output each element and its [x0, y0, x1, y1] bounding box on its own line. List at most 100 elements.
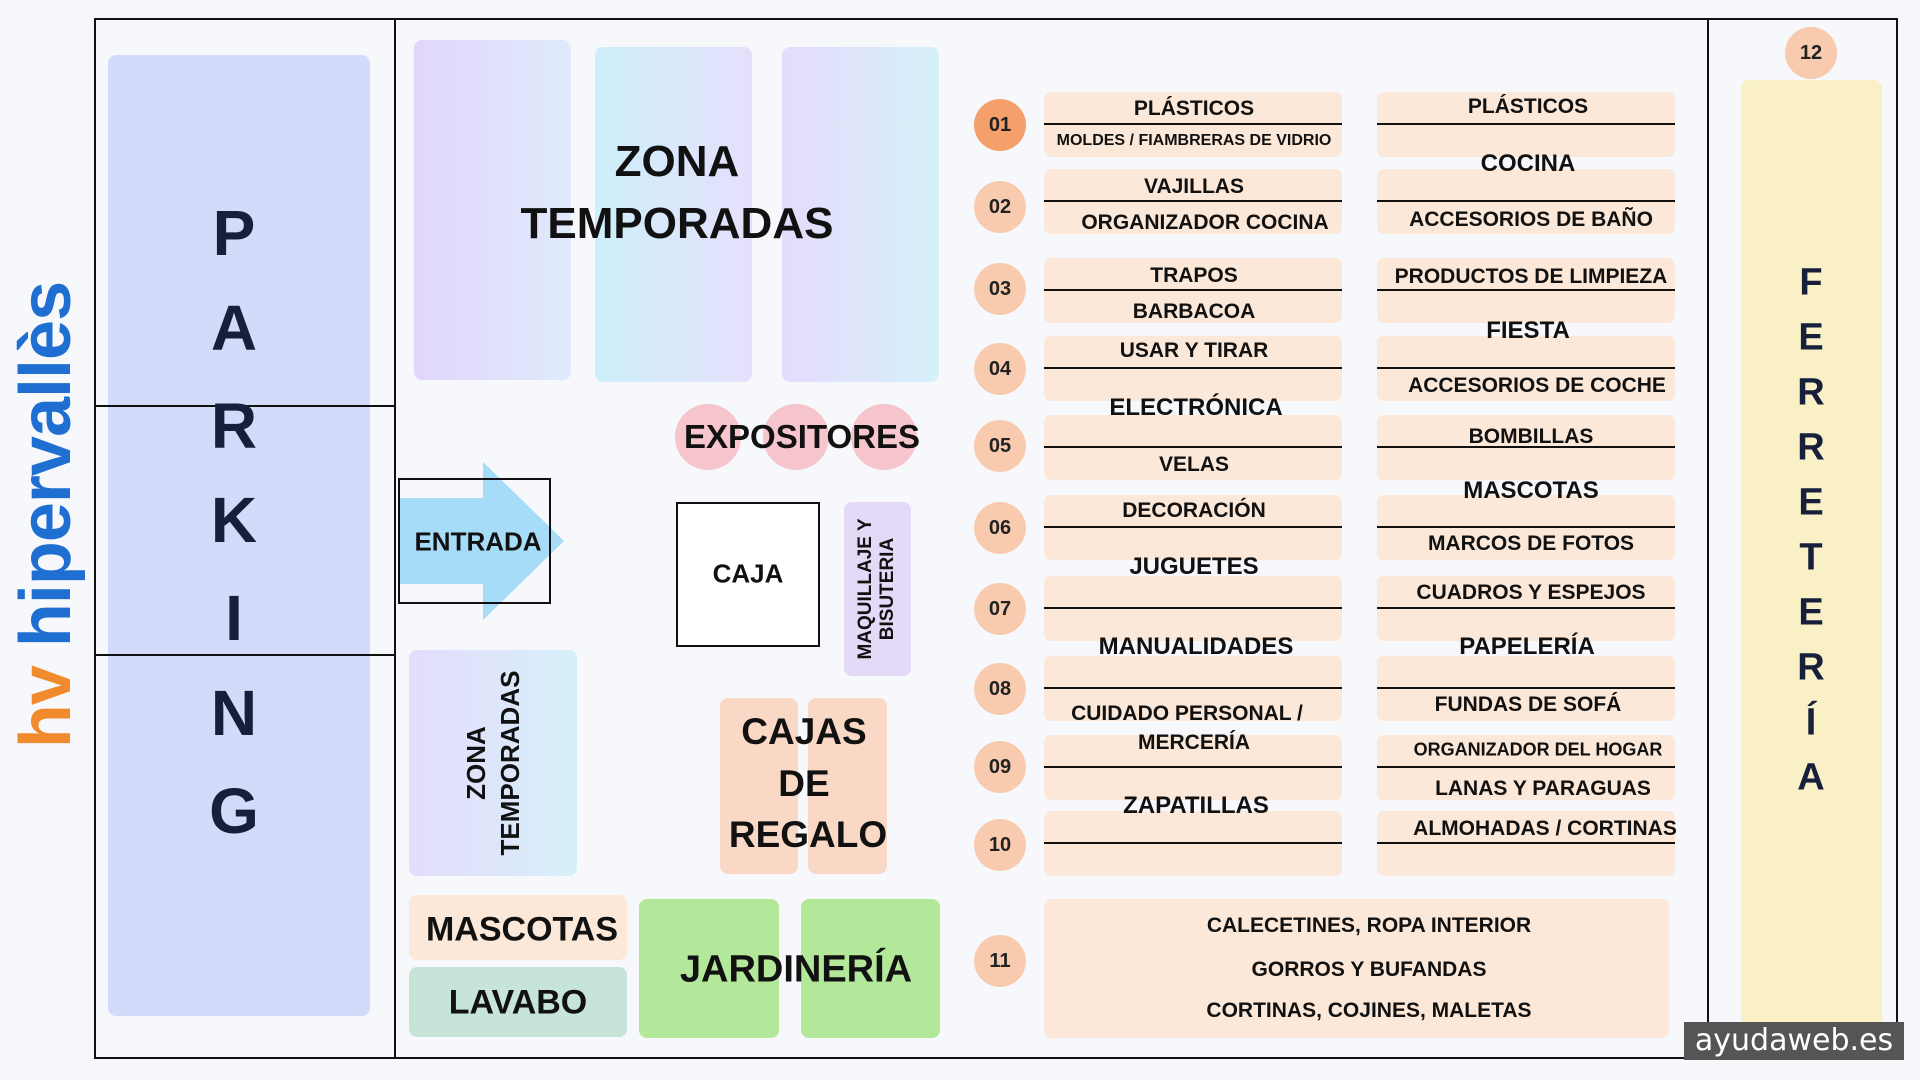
zona-temporadas-panel — [595, 47, 752, 382]
aisle-number: 11 — [974, 935, 1026, 987]
zona-line: TEMPORADAS — [495, 670, 525, 856]
aisle-label: ORGANIZADOR COCINA — [1081, 211, 1329, 234]
lavabo-area — [409, 967, 627, 1037]
shelf-divider — [1044, 766, 1342, 768]
aisle-label: PLÁSTICOS — [1467, 95, 1589, 118]
aisle-label: MANUALIDADES — [1098, 633, 1294, 660]
jardineria-panel — [801, 899, 940, 1038]
shelf-divider — [1377, 289, 1675, 291]
cajas-regalo-panel — [808, 698, 887, 874]
entrada-arrow-icon — [398, 462, 564, 620]
shelf-divider — [1377, 687, 1675, 689]
lavabo-label: LAVABO — [448, 983, 588, 1022]
aisle-label: VELAS — [1158, 453, 1230, 476]
watermark: ayudaweb.es — [1684, 1022, 1904, 1060]
shelf-divider — [1377, 766, 1675, 768]
shelf-divider — [1044, 687, 1342, 689]
shelf-divider — [1377, 842, 1675, 844]
ferreteria-letter: E — [1798, 316, 1824, 359]
zona-temporadas-panel — [782, 47, 939, 382]
divider — [1707, 18, 1709, 1059]
zona-temporadas-bottom-label: ZONA TEMPORADAS — [459, 671, 527, 856]
aisle-label: PRODUCTOS DE LIMPIEZA — [1394, 265, 1668, 288]
zona-temporadas-panel — [414, 40, 571, 380]
aisle-label: CUIDADO PERSONAL / — [1071, 702, 1303, 725]
parking-letter: R — [210, 390, 258, 462]
aisle-label: FIESTA — [1486, 317, 1570, 344]
aisle-number: 12 — [1785, 27, 1837, 79]
zona-temporadas-title: TEMPORADAS — [520, 199, 834, 248]
shelf-divider — [1044, 200, 1342, 202]
aisle-number: 02 — [974, 181, 1026, 233]
shelf-divider — [1044, 607, 1342, 609]
aisle-label: USAR Y TIRAR — [1119, 339, 1269, 362]
parking-area — [108, 55, 370, 1016]
shelf-divider — [1377, 526, 1675, 528]
aisle-number: 01 — [974, 99, 1026, 151]
zona-line: ZONA — [461, 726, 491, 800]
jardineria-panel — [639, 899, 779, 1038]
ferreteria-letter: A — [1797, 756, 1825, 799]
shelf-divider — [1377, 123, 1675, 125]
ferreteria-letter: E — [1798, 481, 1824, 524]
aisle-label: ACCESORIOS DE BAÑO — [1409, 208, 1653, 231]
aisle-label: PLÁSTICOS — [1133, 97, 1255, 120]
aisle-label: LANAS Y PARAGUAS — [1435, 777, 1651, 800]
parking-letter: N — [210, 677, 258, 749]
aisle-label: ZAPATILLAS — [1123, 792, 1269, 819]
aisle-label: BOMBILLAS — [1468, 425, 1594, 448]
aisle-11-label: CORTINAS, COJINES, MALETAS — [1206, 999, 1532, 1022]
aisle-11-label: GORROS Y BUFANDAS — [1251, 958, 1487, 981]
parking-letter: K — [210, 484, 258, 556]
expositor-circle — [675, 404, 741, 470]
parking-letter: I — [225, 582, 243, 654]
aisle-label: MOLDES / FIAMBRERAS DE VIDRIO — [1056, 132, 1332, 149]
aisle-label: CUADROS Y ESPEJOS — [1416, 581, 1646, 604]
shelf-divider — [1044, 446, 1342, 448]
expositor-circle — [763, 404, 829, 470]
expositores-label: EXPOSITORES — [684, 418, 920, 455]
aisle-label: JUGUETES — [1129, 553, 1259, 580]
aisle-number: 04 — [974, 343, 1026, 395]
hipervalles-logo: hv hipervallès — [6, 281, 86, 749]
parking-divider — [94, 405, 395, 407]
maquillaje-area — [844, 502, 911, 676]
shelf-divider — [1377, 367, 1675, 369]
aisle-label: VAJILLAS — [1144, 175, 1244, 198]
aisle-number: 09 — [974, 741, 1026, 793]
aisle-label: ACCESORIOS DE COCHE — [1408, 374, 1666, 397]
aisle-11-label: CALECETINES, ROPA INTERIOR — [1206, 914, 1532, 937]
jardineria-label: JARDINERÍA — [679, 948, 913, 991]
maquillaje-label: MAQUILLAJE Y BISUTERIA — [855, 518, 899, 659]
aisle-number: 07 — [974, 583, 1026, 635]
shelf-divider — [1044, 526, 1342, 528]
aisle-number: 10 — [974, 819, 1026, 871]
ferreteria-letter: Í — [1805, 701, 1817, 744]
caja-box — [676, 502, 820, 647]
aisle-number: 06 — [974, 502, 1026, 554]
maquillaje-line: MAQUILLAJE Y — [855, 518, 876, 660]
aisle-label: BARBACOA — [1132, 300, 1256, 323]
aisle-label: ORGANIZADOR DEL HOGAR — [1413, 739, 1663, 760]
maquillaje-line: BISUTERIA — [877, 537, 898, 641]
ferreteria-letter: E — [1798, 591, 1824, 634]
shelf-divider — [1377, 446, 1675, 448]
ferreteria-letter: F — [1799, 261, 1823, 304]
shelf-divider — [1377, 200, 1675, 202]
parking-letter: P — [212, 197, 256, 269]
parking-letter: G — [209, 775, 259, 847]
cajas-regalo-label: DE — [778, 763, 830, 804]
store-outline — [94, 18, 1898, 1059]
aisle-label: COCINA — [1480, 150, 1576, 177]
aisle-label: MERCERÍA — [1137, 731, 1251, 754]
aisle-number: 03 — [974, 263, 1026, 315]
cajas-regalo-label: CAJAS — [741, 711, 867, 752]
aisle-label: ELECTRÓNICA — [1109, 394, 1283, 421]
shelf-divider — [1377, 607, 1675, 609]
aisle-number: 05 — [974, 420, 1026, 472]
aisle-number: 08 — [974, 663, 1026, 715]
parking-letter: A — [210, 292, 258, 364]
aisle-label: ALMOHADAS / CORTINAS — [1413, 817, 1677, 840]
parking-divider — [94, 654, 395, 656]
entrada-box — [398, 478, 551, 604]
